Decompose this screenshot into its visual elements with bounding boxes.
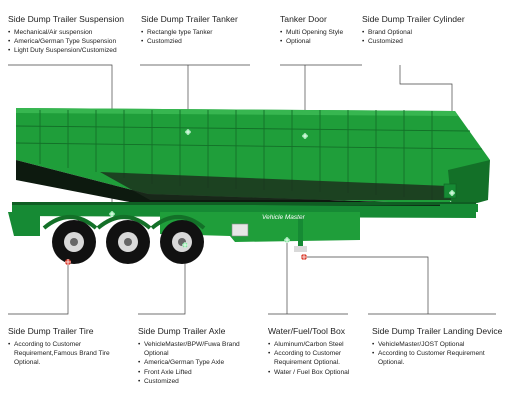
front-panel (448, 160, 490, 210)
callout-suspension-item: Mechanical/Air suspension (8, 28, 136, 37)
callout-tanker-item: Rectangle type Tanker (141, 28, 259, 37)
markers (65, 129, 455, 265)
callout-suspension-item: America/German Type Suspension (8, 37, 136, 46)
side-skirt (160, 212, 360, 242)
leader-toolbox (268, 240, 348, 315)
callout-tire-item: According to Customer Requirement,Famous… (8, 340, 128, 368)
callout-landing-item: VehicleMaster/JOST Optional (372, 340, 504, 349)
callout-axle-item: VehicleMaster/BPW/Fuwa Brand Optional (138, 340, 256, 358)
tanker-underside (16, 160, 462, 210)
callout-suspension: Side Dump Trailer Suspension Mechanical/… (8, 14, 136, 56)
callout-toolbox-item: Water / Fuel Box Optional (268, 368, 366, 377)
marker-landing-icon (301, 254, 307, 260)
trailer (8, 108, 490, 264)
leader-axle (138, 245, 186, 315)
callout-suspension-title: Side Dump Trailer Suspension (8, 14, 125, 24)
callout-tanker-items: Rectangle type Tanker Customzied (141, 28, 259, 47)
tool-box (231, 223, 249, 237)
leader-landing (304, 256, 496, 315)
callout-axle-items: VehicleMaster/BPW/Fuwa Brand Optional Am… (138, 340, 256, 386)
callout-cylinder-items: Brand Optional Customized (362, 28, 492, 47)
marker-tanker-icon (185, 129, 191, 135)
fender (42, 215, 206, 230)
callout-tanker-item: Customzied (141, 37, 259, 46)
marker-door-icon (302, 133, 308, 139)
callout-tire-items: According to Customer Requirement,Famous… (8, 340, 128, 368)
callout-tanker-title: Side Dump Trailer Tanker (141, 14, 238, 24)
callout-cylinder-title: Side Dump Trailer Cylinder (362, 14, 465, 24)
tanker-top-rim (16, 108, 458, 116)
landing-leg (298, 216, 303, 246)
cylinder (443, 183, 457, 199)
callout-toolbox-item: Aluminum/Carbon Steel (268, 340, 366, 349)
marker-suspension-icon (109, 211, 115, 217)
callout-landing-title: Side Dump Trailer Landing Device (372, 326, 503, 336)
callout-axle-title: Side Dump Trailer Axle (138, 326, 226, 336)
marker-axle-icon (182, 242, 188, 248)
trailer-logo-text: Vehicle Master (262, 214, 306, 221)
callout-door: Tanker Door Multi Opening Style Optional (280, 14, 360, 47)
tanker-panels (15, 110, 483, 200)
landing-foot (294, 246, 307, 252)
callout-toolbox-title: Water/Fuel/Tool Box (268, 326, 346, 336)
marker-toolbox-icon (284, 237, 290, 243)
callout-axle-item: Customized (138, 377, 256, 386)
tanker-shadow (100, 172, 460, 200)
callout-tire: Side Dump Trailer Tire According to Cust… (8, 326, 128, 368)
callout-axle: Side Dump Trailer Axle VehicleMaster/BPW… (138, 326, 256, 386)
callout-door-title: Tanker Door (280, 14, 327, 24)
callout-cylinder: Side Dump Trailer Cylinder Brand Optiona… (362, 14, 492, 47)
callout-toolbox: Water/Fuel/Tool Box Aluminum/Carbon Stee… (268, 326, 366, 377)
gooseneck (440, 204, 478, 212)
callout-landing-item: According to Customer Requirement Option… (372, 349, 504, 367)
callout-suspension-items: Mechanical/Air suspension America/German… (8, 28, 136, 56)
callout-suspension-item: Light Duty Suspension/Customized (8, 46, 136, 55)
callout-landing: Side Dump Trailer Landing Device Vehicle… (372, 326, 504, 368)
callout-tire-title: Side Dump Trailer Tire (8, 326, 94, 336)
callout-toolbox-items: Aluminum/Carbon Steel According to Custo… (268, 340, 366, 377)
callout-door-items: Multi Opening Style Optional (280, 28, 360, 47)
chassis-rail (12, 202, 476, 205)
marker-cylinder-icon (449, 190, 455, 196)
callout-cylinder-item: Customized (362, 37, 492, 46)
callout-tanker: Side Dump Trailer Tanker Rectangle type … (141, 14, 259, 47)
rear-bumper (8, 212, 40, 236)
callout-landing-items: VehicleMaster/JOST Optional According to… (372, 340, 504, 368)
callout-axle-item: Front Axle Lifted (138, 368, 256, 377)
callout-door-item: Multi Opening Style (280, 28, 360, 37)
wheels (52, 220, 204, 264)
callout-door-item: Optional (280, 37, 360, 46)
callout-axle-item: America/German Type Axle (138, 358, 256, 367)
marker-tire-icon (65, 259, 71, 265)
callout-cylinder-item: Brand Optional (362, 28, 492, 37)
leader-tire (8, 262, 69, 315)
callout-toolbox-item: According to Customer Requirement Option… (268, 349, 366, 367)
